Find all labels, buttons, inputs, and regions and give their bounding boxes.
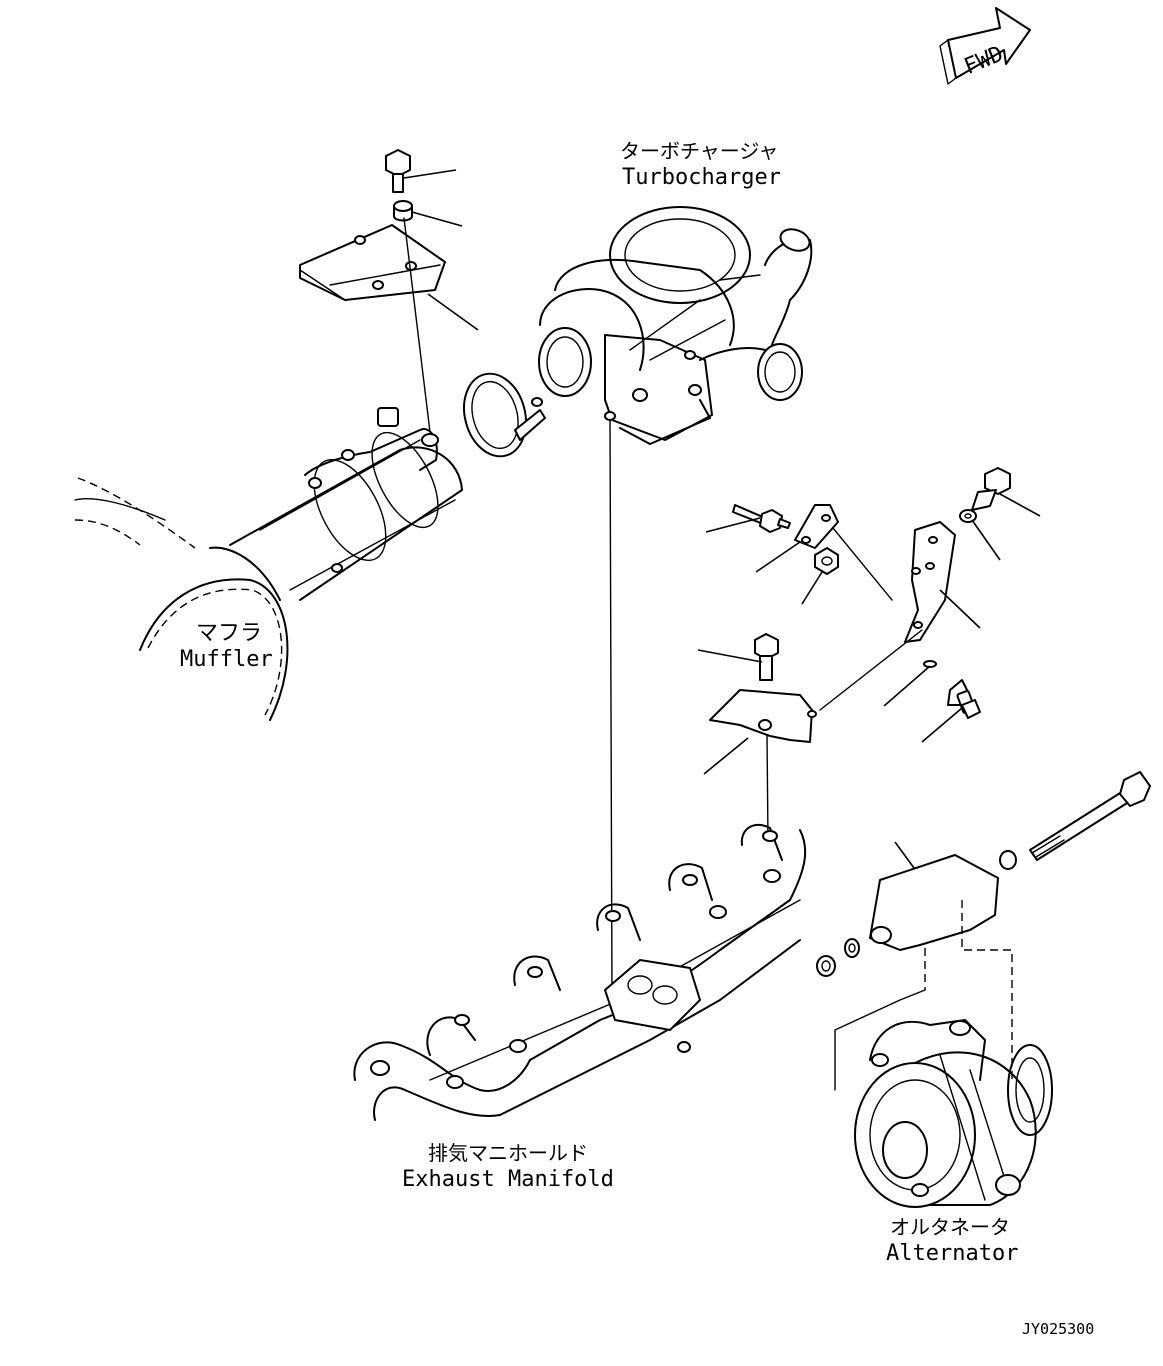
fwd-label: FWD (961, 42, 1007, 80)
exhaust-manifold-drawing (353, 823, 807, 1121)
muffler-drawing (74, 407, 463, 721)
drawing-number: JY025300 (1022, 1320, 1094, 1338)
muffler-bracket (299, 224, 446, 301)
alternator-drawing (854, 1019, 1053, 1208)
nut-icon (814, 547, 839, 575)
clamp-icon (463, 372, 546, 458)
washer-icon (999, 850, 1017, 870)
turbocharger-label-en: Turbocharger (622, 165, 781, 190)
alternator-label-jp: オルタネータ (890, 1215, 1010, 1239)
manifold-label-en: Exhaust Manifold (402, 1167, 614, 1192)
collar-icon (393, 200, 413, 222)
bolt-icon (947, 679, 981, 719)
spacer-icon (816, 938, 860, 977)
bolt-icon (385, 149, 411, 193)
turbocharger-label-jp: ターボチャージャ (620, 139, 778, 163)
long-bolt-icon (1029, 771, 1151, 861)
alternator-bracket (869, 854, 1013, 1080)
washer-icon (959, 509, 977, 523)
stud-bolt-icon (732, 504, 791, 533)
alternator-label-en: Alternator (886, 1241, 1018, 1266)
manifold-bracket (709, 689, 817, 743)
muffler-label-jp: マフラ (196, 621, 262, 646)
bent-bracket (904, 521, 956, 643)
muffler-label-en: Muffler (180, 647, 273, 672)
small-plate-icon (794, 504, 839, 549)
manifold-label-jp: 排気マニホールド (428, 1141, 588, 1165)
turbocharger-drawing (538, 206, 813, 445)
bolt-icon (971, 467, 1011, 511)
fwd-arrow-icon: FWD (939, 7, 1031, 85)
bolt-icon (754, 633, 779, 681)
